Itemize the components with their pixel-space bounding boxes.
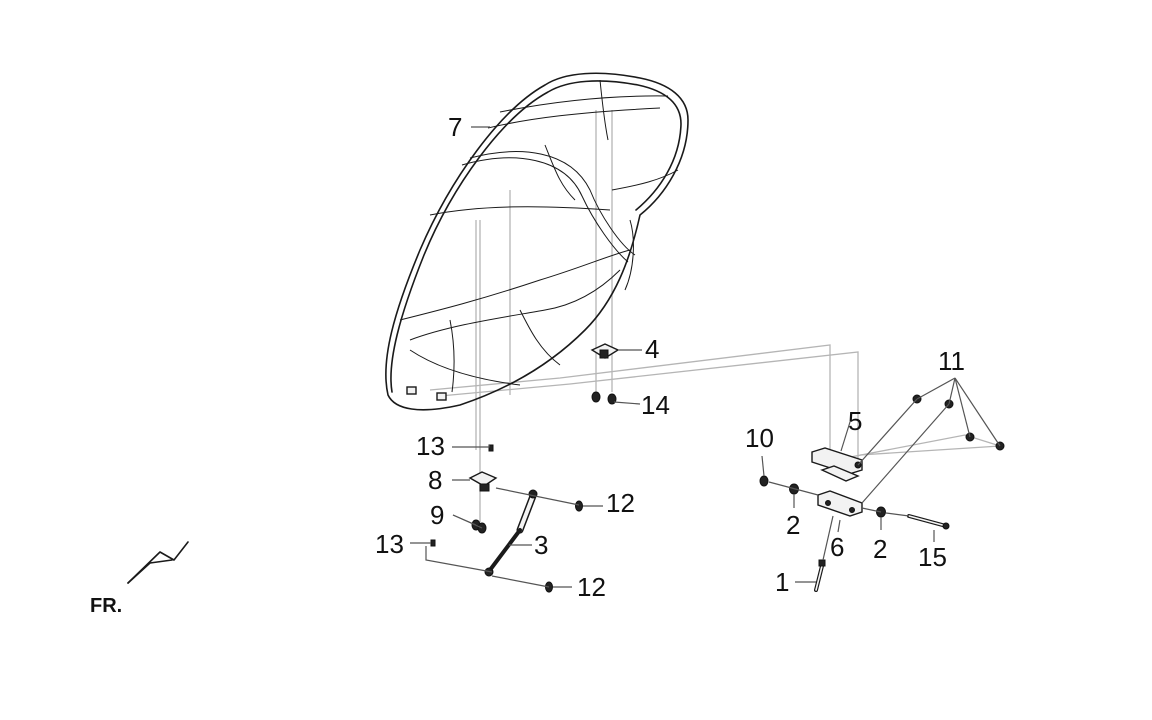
front-direction-arrow-icon [127, 541, 189, 584]
callout-labels: 7 4 14 13 8 9 13 3 12 12 10 5 11 2 2 6 1… [375, 112, 965, 602]
callout-7: 7 [448, 112, 462, 142]
assembly-guide-lines [429, 110, 1001, 522]
gas-strut-part-3 [484, 489, 538, 577]
callout-12-upper: 12 [606, 488, 635, 518]
front-direction-label: FR. [90, 595, 122, 617]
hinge-plate-part-5 [811, 447, 863, 482]
callout-1: 1 [775, 567, 789, 597]
callout-9: 9 [430, 500, 444, 530]
nuts-part-14 [591, 391, 617, 405]
callout-11: 11 [938, 346, 965, 376]
callout-6: 6 [830, 532, 844, 562]
callout-13-upper: 13 [416, 431, 445, 461]
callout-8: 8 [428, 465, 442, 495]
callout-12-lower: 12 [577, 572, 606, 602]
callout-14: 14 [641, 390, 670, 420]
callout-10: 10 [745, 423, 774, 453]
clip-part-13-upper [488, 444, 494, 452]
callout-2-left: 2 [786, 510, 800, 540]
clip-part-13-lower [430, 539, 436, 547]
callout-13-lower: 13 [375, 529, 404, 559]
washer-part-12-upper [575, 500, 583, 512]
leader-lines [410, 126, 1001, 588]
hinge-base-part-6 [817, 490, 863, 517]
callout-3: 3 [534, 530, 548, 560]
bolt-part-1 [814, 559, 826, 592]
mount-bracket-part-8 [468, 471, 498, 492]
pin-part-15 [907, 514, 950, 530]
callout-15: 15 [918, 542, 947, 572]
nut-part-10 [759, 475, 769, 487]
seat-part-7 [385, 72, 689, 411]
callout-5: 5 [848, 406, 862, 436]
callout-4: 4 [645, 334, 659, 364]
callout-2-right: 2 [873, 534, 887, 564]
